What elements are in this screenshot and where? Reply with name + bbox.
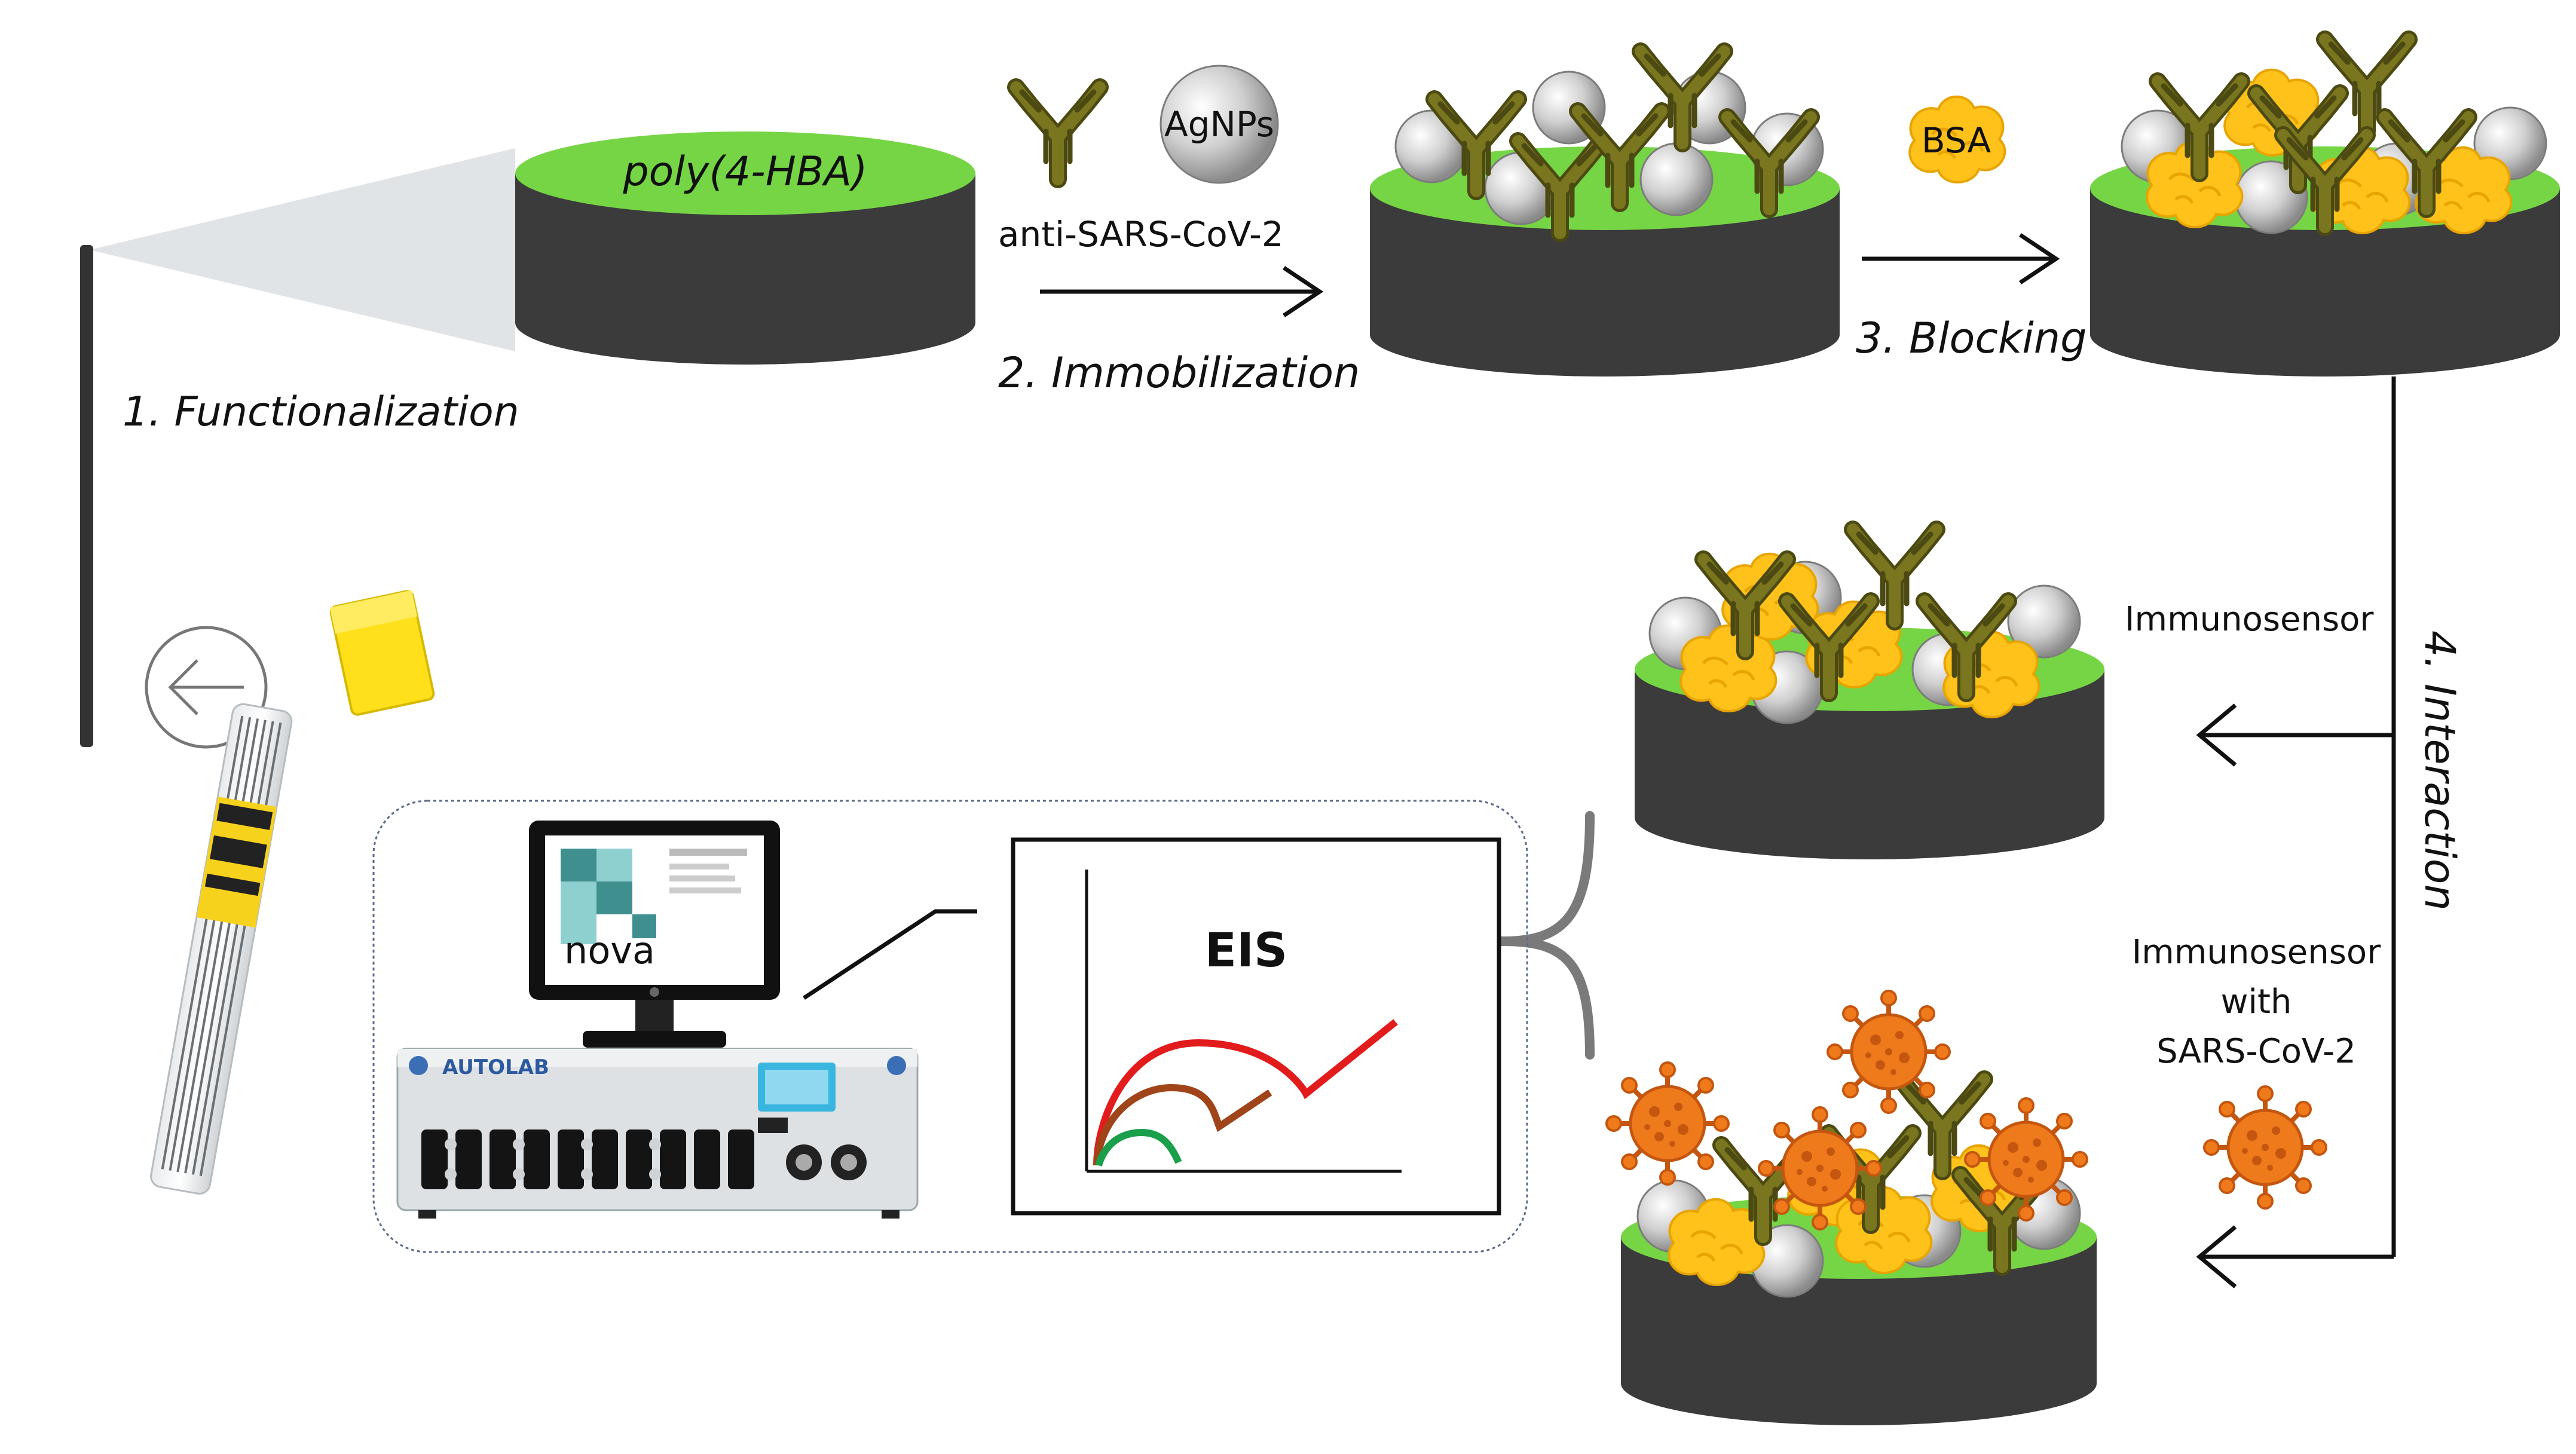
immunosensor-disk: [1635, 529, 2104, 859]
potentiostat-icon: [396, 1048, 919, 1219]
electrode-disk-polymer: [515, 131, 975, 365]
virus-icon: [2204, 1086, 2326, 1208]
cable-line: [803, 909, 977, 1000]
immunosensor-virus-disk: [1607, 991, 2097, 1425]
instrument-panel: [372, 800, 1528, 1253]
monitor-icon: [529, 821, 780, 1048]
poly-label: poly(4-HBA): [622, 148, 867, 195]
eis-plot: [1011, 837, 1501, 1216]
step4-label: 4. Interaction: [2415, 630, 2464, 911]
with-label-2: with: [2221, 982, 2292, 1021]
electrode-disk-blocked: [2090, 39, 2560, 376]
autolab-label: AUTOLAB: [442, 1055, 549, 1079]
pencil-lead-rod: [80, 148, 515, 747]
step3-label: 3. Blocking: [1856, 314, 2087, 363]
interaction-flow: [2196, 376, 2396, 1288]
agnps-label: AgNPs: [1164, 104, 1274, 145]
immunosensor-label: Immunosensor: [2125, 600, 2374, 639]
antibody-icon: [1016, 87, 1100, 179]
electrode-disk-immobilized: [1370, 51, 1840, 376]
step1-label: 1. Functionalization: [123, 388, 519, 436]
bsa-label: BSA: [1922, 120, 1991, 161]
agnp-icon: [1159, 65, 1279, 184]
with-label-3: SARS-CoV-2: [2156, 1032, 2356, 1071]
anti-sars-label: anti-SARS-CoV-2: [998, 214, 1284, 255]
with-label-1: Immunosensor: [2132, 933, 2381, 972]
pencil-lead-case: [150, 590, 435, 1195]
arrow-step2: [1040, 266, 1324, 317]
nova-label: nova: [564, 929, 655, 972]
arrow-step3: [1862, 233, 2060, 284]
step2-label: 2. Immobilization: [998, 348, 1360, 397]
eis-label: EIS: [1205, 924, 1287, 978]
